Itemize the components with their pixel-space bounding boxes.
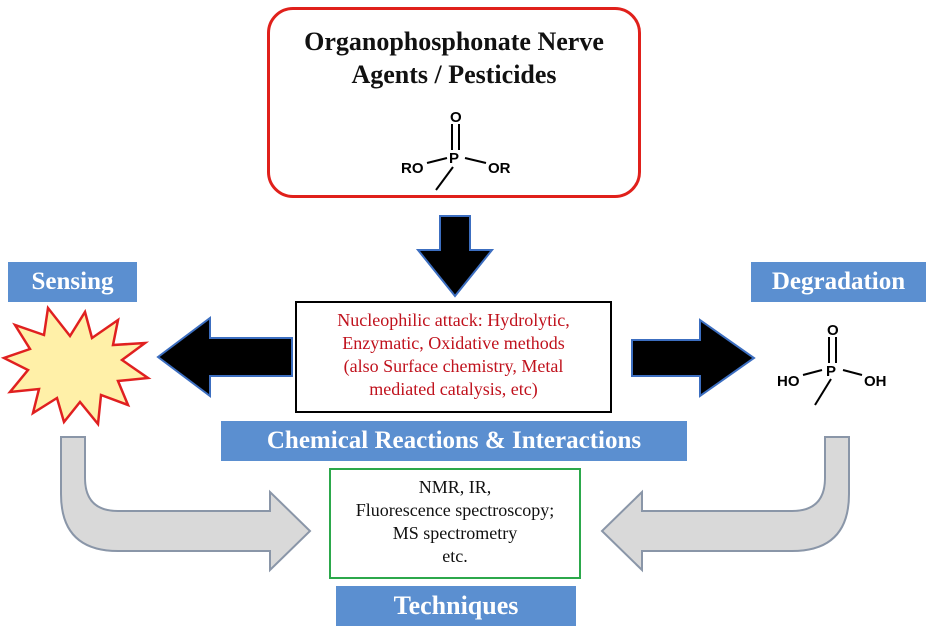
down-arrow bbox=[415, 215, 495, 298]
product-structure-bonds bbox=[802, 337, 863, 406]
techniques-label: Techniques bbox=[336, 586, 576, 626]
technique-line-1: NMR, IR, bbox=[418, 477, 492, 497]
curved-arrow-right bbox=[600, 436, 850, 573]
right-arrow-degradation bbox=[631, 318, 756, 398]
structure-or-label: OR bbox=[488, 160, 511, 177]
product-ho-label: HO bbox=[777, 373, 800, 390]
mechanism-line-1: Nucleophilic attack: Hydrolytic, bbox=[337, 310, 570, 330]
mechanism-line-2: Enzymatic, Oxidative methods bbox=[342, 333, 565, 353]
technique-line-2: Fluorescence spectroscopy; bbox=[355, 500, 555, 520]
organophosphonate-box: Organophosphonate Nerve Agents / Pestici… bbox=[267, 7, 641, 198]
sensing-label: Sensing bbox=[8, 262, 137, 302]
curved-arrow-left bbox=[60, 436, 312, 573]
organophosphonate-title: Organophosphonate Nerve Agents / Pestici… bbox=[270, 25, 638, 91]
techniques-box: NMR, IR, Fluorescence spectroscopy; MS s… bbox=[329, 468, 581, 579]
product-p-atom: P bbox=[826, 363, 836, 380]
title-line-1: Organophosphonate Nerve bbox=[304, 27, 604, 56]
organophosphonate-structure: O P RO OR bbox=[401, 109, 511, 191]
technique-line-3: MS spectrometry bbox=[392, 523, 518, 543]
sensing-starburst-icon bbox=[0, 304, 152, 428]
title-line-2: Agents / Pesticides bbox=[351, 60, 557, 89]
mechanism-line-4: mediated catalysis, etc) bbox=[369, 379, 538, 399]
technique-line-4: etc. bbox=[442, 546, 468, 566]
product-o-atom: O bbox=[827, 322, 839, 339]
structure-p-atom: P bbox=[449, 150, 459, 167]
degradation-label: Degradation bbox=[751, 262, 926, 302]
structure-ro-label: RO bbox=[401, 160, 424, 177]
mechanism-line-3: (also Surface chemistry, Metal bbox=[343, 356, 564, 376]
mechanism-box: Nucleophilic attack: Hydrolytic, Enzymat… bbox=[295, 301, 612, 413]
reactions-label: Chemical Reactions & Interactions bbox=[221, 421, 687, 461]
left-arrow-sensing bbox=[156, 316, 293, 398]
product-oh-label: OH bbox=[864, 373, 887, 390]
structure-o-atom: O bbox=[450, 109, 462, 126]
